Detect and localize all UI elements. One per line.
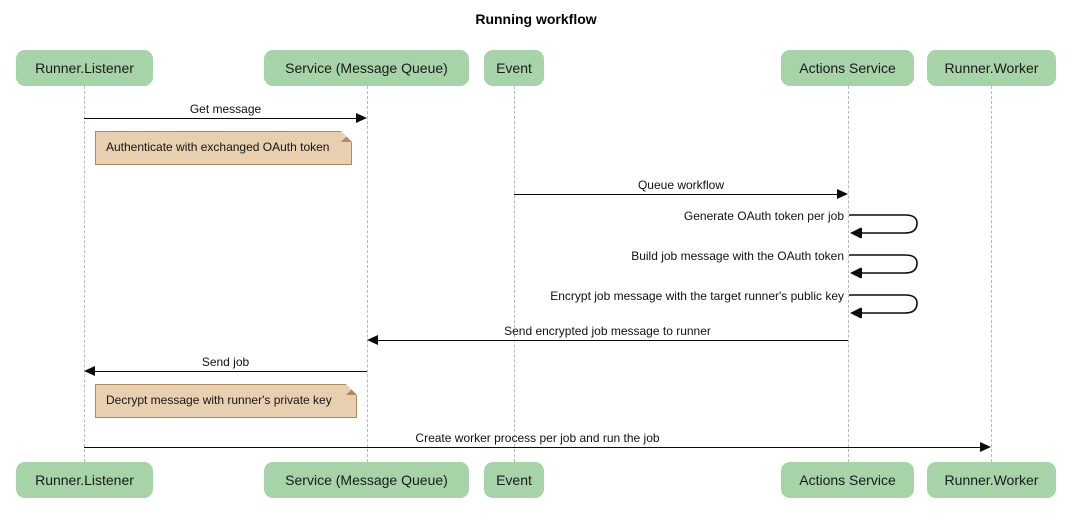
message-label-encrypt-job-message: Encrypt job message with the target runn…: [550, 289, 844, 303]
note-fold-icon: [341, 131, 352, 142]
message-label-send-job: Send job: [201, 355, 250, 369]
message-line-create-worker-process: [84, 447, 980, 448]
message-label-build-job-message: Build job message with the OAuth token: [631, 249, 844, 263]
message-label-send-encrypted-job-message: Send encrypted job message to runner: [504, 324, 711, 338]
message-line-get-message: [84, 118, 356, 119]
lifeline-actions-service: [848, 86, 849, 462]
arrow-head-send-job: [84, 365, 95, 376]
self-message-encrypt-job-message: [849, 293, 929, 319]
arrow-head-queue-workflow: [837, 188, 848, 199]
note-authenticate: Authenticate with exchanged OAuth token: [95, 131, 352, 165]
lifeline-runner-worker: [991, 86, 992, 462]
message-line-send-encrypted-job-message: [378, 340, 848, 341]
participant-actions-service-top[interactable]: Actions Service: [781, 50, 914, 86]
note-fold-icon: [346, 384, 357, 395]
participant-runner-worker-top[interactable]: Runner.Worker: [927, 50, 1056, 86]
page-title: Running workflow: [475, 11, 597, 27]
arrow-head-send-encrypted-job-message: [367, 334, 378, 345]
self-message-build-job-message: [849, 253, 929, 279]
message-line-send-job: [95, 371, 367, 372]
message-label-get-message: Get message: [189, 102, 262, 116]
message-label-queue-workflow: Queue workflow: [637, 178, 725, 192]
note-authenticate-text: Authenticate with exchanged OAuth token: [106, 140, 330, 154]
participant-event-bottom[interactable]: Event: [484, 462, 544, 498]
participant-runner-listener-top[interactable]: Runner.Listener: [16, 50, 153, 86]
arrow-head-create-worker-process: [980, 441, 991, 452]
lifeline-service-message-queue: [367, 86, 368, 462]
participant-actions-service-bottom[interactable]: Actions Service: [781, 462, 914, 498]
message-line-queue-workflow: [514, 194, 837, 195]
note-decrypt-text: Decrypt message with runner's private ke…: [106, 393, 332, 407]
participant-runner-worker-bottom[interactable]: Runner.Worker: [927, 462, 1056, 498]
message-label-generate-oauth-token: Generate OAuth token per job: [683, 209, 844, 223]
participant-service-message-queue-top[interactable]: Service (Message Queue): [264, 50, 469, 86]
message-label-create-worker-process: Create worker process per job and run th…: [415, 431, 660, 445]
self-message-generate-oauth-token: [849, 213, 929, 239]
arrow-head-get-message: [356, 112, 367, 123]
lifeline-runner-listener: [84, 86, 85, 462]
participant-event-top[interactable]: Event: [484, 50, 544, 86]
lifeline-event: [514, 86, 515, 462]
note-decrypt: Decrypt message with runner's private ke…: [95, 384, 357, 418]
participant-runner-listener-bottom[interactable]: Runner.Listener: [16, 462, 153, 498]
participant-service-message-queue-bottom[interactable]: Service (Message Queue): [264, 462, 469, 498]
